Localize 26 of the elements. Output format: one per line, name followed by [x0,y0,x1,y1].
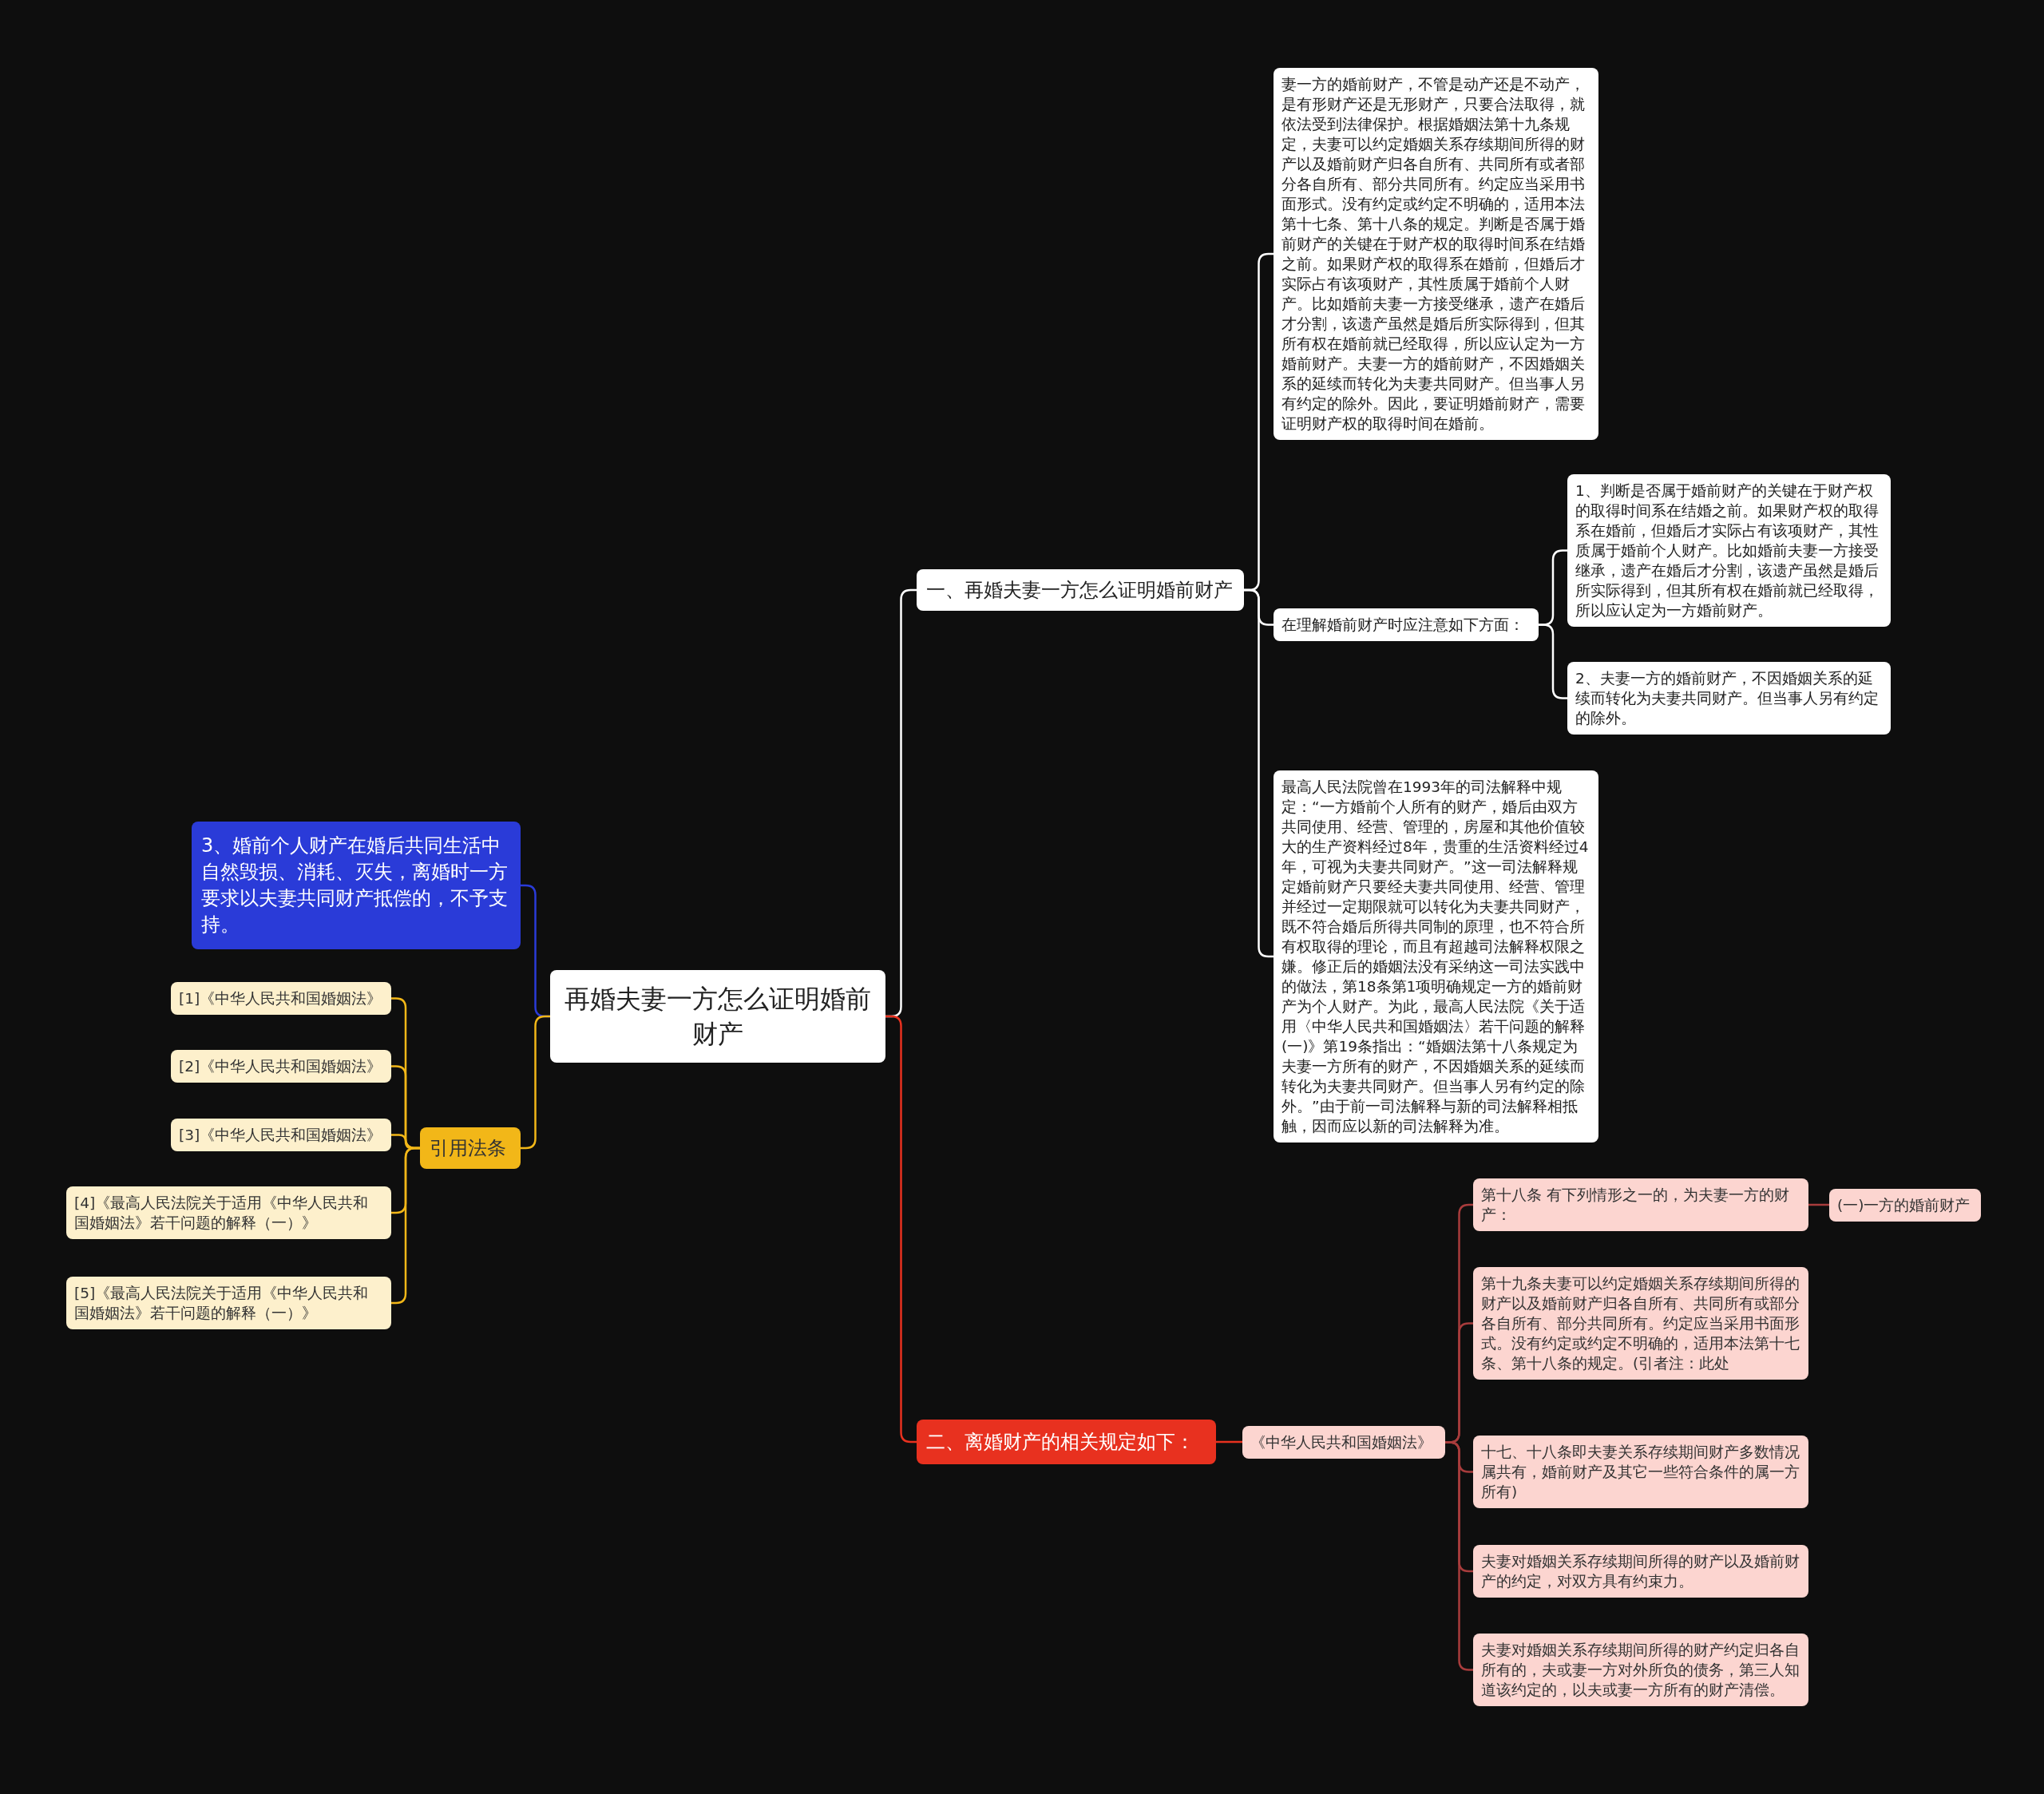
text-card: 第十八条 有下列情形之一的，为夫妻一方的财产： [1473,1178,1808,1231]
topic-box: 二、离婚财产的相关规定如下： [917,1420,1216,1464]
reference-box: [1]《中华人民共和国婚姻法》 [171,982,391,1015]
topic-box: 3、婚前个人财产在婚后共同生活中自然毁损、消耗、灭失，离婚时一方要求以夫妻共同财产抵偿的，不予支持。 [192,822,521,949]
text-card: 妻一方的婚前财产，不管是动产还是不动产，是有形财产还是无形财产，只要合法取得，就依法受到法律保护。根据婚姻法第十九条规定，夫妻可以约定婚姻关系存续期间所得的财产以及婚前财产归各自所有、共同所有或者部分各自所有、部分共同所有。约定应当采用书面形式。没有约定或约定不明确的，适用本法第十七条、第十八条的规定。判断是否属于婚前财产的关键在于财产权的取得时间系在结婚之前。如果财产权的取得系在婚前，但婚后才实际占有该项财产，其性质属于婚前个人财产。比如婚前夫妻一方接受继承，遗产在婚后才分割，该遗产虽然是婚后所实际得到，但其所有权在婚前就已经取得，所以应认定为一方婚前财产。夫妻一方的婚前财产，不因婚姻关系的延续而转化为夫妻共同财产。但当事人另有约定的除外。因此，要证明婚前财产，需要证明财产权的取得时间在婚前。 [1274,68,1598,440]
topic-box: (一)一方的婚前财产 [1829,1189,1981,1222]
reference-box: [3]《中华人民共和国婚姻法》 [171,1119,391,1151]
connector [521,1015,550,1150]
reference-box: [5]《最高人民法院关于适用《中华人民共和国婚姻法》若干问题的解释（一）》 [66,1277,391,1329]
connector [1216,1440,1242,1444]
text-card: 夫妻对婚姻关系存续期间所得的财产约定归各自所有的，夫或妻一方对外所负的债务，第三人知道该约定的，以夫或妻一方所有的财产清偿。 [1473,1634,1808,1706]
reference-box: [4]《最高人民法院关于适用《中华人民共和国婚姻法》若干问题的解释（一）》 [66,1186,391,1239]
text-card: 夫妻对婚姻关系存续期间所得的财产以及婚前财产的约定，对双方具有约束力。 [1473,1545,1808,1598]
topic-box: 引用法条 [420,1127,521,1169]
topic-box: 一、再婚夫妻一方怎么证明婚前财产 [917,569,1244,611]
topic-box: 《中华人民共和国婚姻法》 [1242,1426,1445,1459]
central-topic: 再婚夫妻一方怎么证明婚前财产 [550,970,885,1063]
text-card: 第十九条夫妻可以约定婚姻关系存续期间所得的财产以及婚前财产归各自所有、共同所有或部分各自所有、部分共同所有。约定应当采用书面形式。没有约定或约定不明确的，适用本法第十七条、第十八条的规定。(引者注：此处 [1473,1267,1808,1380]
text-card: 1、判断是否属于婚前财产的关键在于财产权的取得时间系在结婚之前。如果财产权的取得系在婚前，但婚后才实际占有该项财产，其性质属于婚前个人财产。比如婚前夫妻一方接受继承，遗产在婚后才分割，该遗产虽然是婚后所实际得到，但其所有权在婚前就已经取得，所以应认定为一方婚前财产。 [1567,474,1891,627]
connector [1244,588,1274,958]
topic-box: 在理解婚前财产时应注意如下方面： [1274,608,1539,641]
reference-box: [2]《中华人民共和国婚姻法》 [171,1050,391,1083]
text-card: 十七、十八条即夫妻关系存续期间财产多数情况属共有，婚前财产及其它一些符合条件的属一方所有) [1473,1436,1808,1508]
connector [1808,1203,1829,1206]
text-card: 最高人民法院曾在1993年的司法解释中规定：“一方婚前个人所有的财产，婚后由双方共同使用、经营、管理的，房屋和其他价值较大的生产资料经过8年，贵重的生活资料经过4年，可视为夫妻共同财产。”这一司法解释规定婚前财产只要经夫妻共同使用、经营、管理并经过一定期限就可以转化为夫妻共同财产，既不符合婚后所得共同制的原理，也不符合所有权取得的理论，而且有超越司法解释权限之嫌。修正后的婚姻法没有采纳这一司法实践中的做法，第18条第1项明确规定一方的婚前财产为个人财产。为此，最高人民法院《关于适用〈中华人民共和国婚姻法〉若干问题的解释(一)》第19条指出：“婚姻法第十八条规定为夫妻一方所有的财产，不因婚姻关系的延续而转化为夫妻共同财产。但当事人另有约定的除外。”由于前一司法解释与新的司法解释相抵触，因而应以新的司法解释为准。 [1274,770,1598,1143]
text-card: 2、夫妻一方的婚前财产，不因婚姻关系的延续而转化为夫妻共同财产。但当事人另有约定的除外。 [1567,662,1891,735]
